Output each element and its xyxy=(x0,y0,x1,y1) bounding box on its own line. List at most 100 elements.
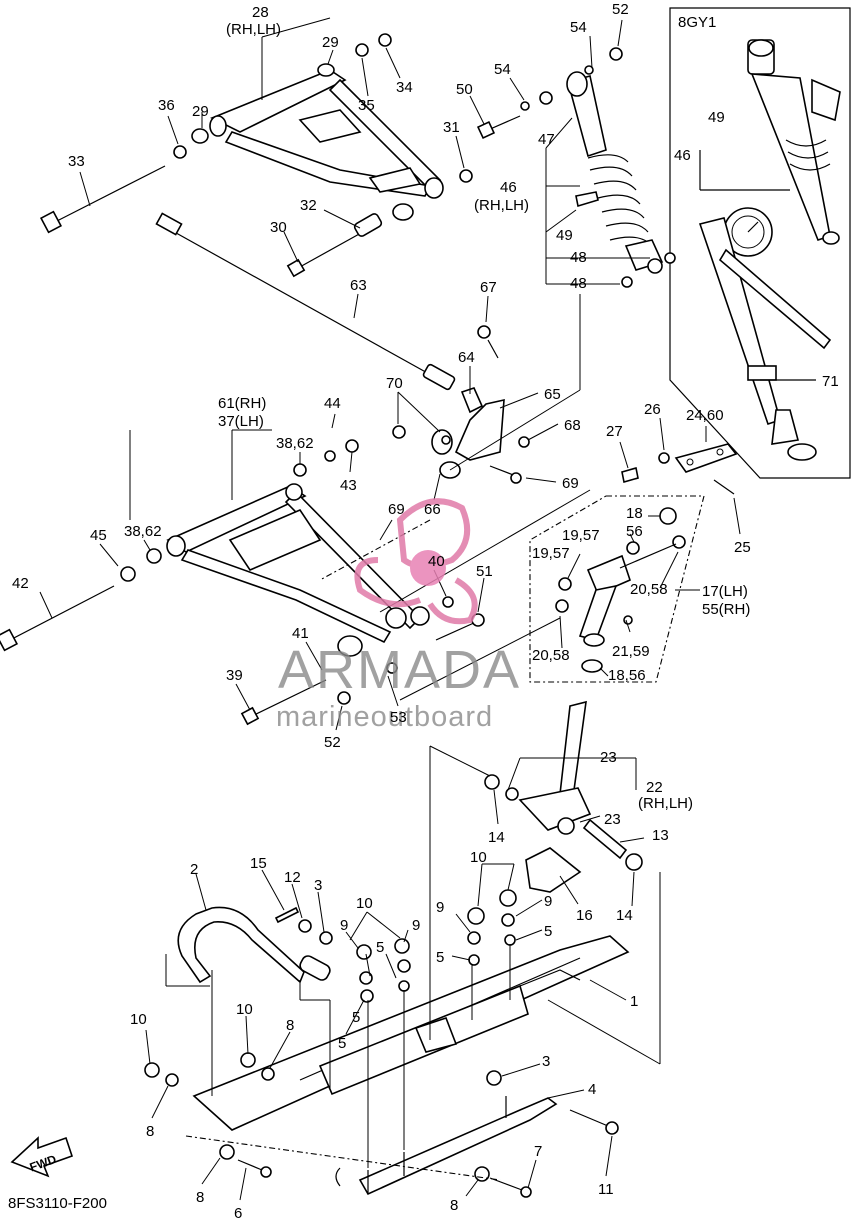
callout-7: 7 xyxy=(534,1143,542,1160)
callout-27: 27 xyxy=(606,423,623,440)
callout-39: 39 xyxy=(226,667,243,684)
callout-56: 56 xyxy=(626,523,643,540)
callout-15: 15 xyxy=(250,855,267,872)
callout-48b: 48 xyxy=(570,275,587,292)
callout-69b: 69 xyxy=(388,501,405,518)
callout-67: 67 xyxy=(480,279,497,296)
bolt-42 xyxy=(0,585,115,652)
callout-48a: 48 xyxy=(570,249,587,266)
callout-47: 47 xyxy=(538,131,555,148)
callout-1: 1 xyxy=(630,993,638,1010)
callout-19-57b: 19,57 xyxy=(532,545,570,562)
bolt-30 xyxy=(286,213,383,278)
callout-10a: 10 xyxy=(470,849,487,866)
callout-54a: 54 xyxy=(570,19,587,36)
callout-8c: 8 xyxy=(450,1197,458,1214)
callout-63: 63 xyxy=(350,277,367,294)
callout-9d: 9 xyxy=(412,917,420,934)
callout-46-side: (RH,LH) xyxy=(474,197,529,214)
callout-68: 68 xyxy=(564,417,581,434)
callout-29b: 29 xyxy=(192,103,209,120)
callout-9a: 9 xyxy=(436,899,444,916)
callout-4: 4 xyxy=(588,1081,596,1098)
callout-19-57a: 19,57 xyxy=(562,527,600,544)
callout-5d: 5 xyxy=(352,1009,360,1026)
callout-23a: 23 xyxy=(600,749,617,766)
watermark-tagline: marineoutboard xyxy=(276,701,493,733)
callout-51: 51 xyxy=(476,563,493,580)
bolt-33 xyxy=(39,165,166,234)
callout-10c: 10 xyxy=(130,1011,147,1028)
callout-69a: 69 xyxy=(562,475,579,492)
leader-lines xyxy=(39,17,741,1201)
callout-38-62a: 38,62 xyxy=(276,435,314,452)
callout-44: 44 xyxy=(324,395,341,412)
callout-16: 16 xyxy=(576,907,593,924)
callouts: 28 (RH,LH) 29 34 35 36 29 31 33 32 30 63… xyxy=(12,1,839,1222)
watermark-logo xyxy=(354,498,478,625)
callout-20-58a: 20,58 xyxy=(630,581,668,598)
callout-22-side: (RH,LH) xyxy=(638,795,693,812)
callout-3b: 3 xyxy=(542,1053,550,1070)
callout-2: 2 xyxy=(190,861,198,878)
ski-handle-2 xyxy=(177,906,331,984)
bolt-39 xyxy=(240,679,327,726)
callout-10b: 10 xyxy=(356,895,373,912)
callout-38-62b: 38,62 xyxy=(124,523,162,540)
stabilizer-link xyxy=(392,325,530,484)
callout-21-59: 21,59 xyxy=(612,643,650,660)
fwd-arrow: FWD xyxy=(10,1136,74,1178)
callout-9b: 9 xyxy=(544,893,552,910)
torsion-bar-63 xyxy=(155,212,456,391)
callout-46: 46 xyxy=(500,179,517,196)
callout-33: 33 xyxy=(68,153,85,170)
lower-a-arm xyxy=(120,439,454,705)
callout-53: 53 xyxy=(390,709,407,726)
callout-30: 30 xyxy=(270,219,287,236)
callout-13: 13 xyxy=(652,827,669,844)
ski-1 xyxy=(192,935,630,1196)
callout-36: 36 xyxy=(158,97,175,114)
drawing-code: 8FS3110-F200 xyxy=(8,1195,107,1212)
callout-66: 66 xyxy=(424,501,441,518)
callout-10d: 10 xyxy=(236,1001,253,1018)
callout-70: 70 xyxy=(386,375,403,392)
callout-41: 41 xyxy=(292,625,309,642)
callout-50: 50 xyxy=(456,81,473,98)
watermark-brand: ARMADA xyxy=(278,640,521,700)
callout-3a: 3 xyxy=(314,877,322,894)
callout-61: 61(RH) xyxy=(218,395,266,412)
callout-23b: 23 xyxy=(604,811,621,828)
callout-17: 17(LH) xyxy=(702,583,748,600)
callout-45: 45 xyxy=(90,527,107,544)
callout-22: 22 xyxy=(646,779,663,796)
callout-34: 34 xyxy=(396,79,413,96)
callout-64: 64 xyxy=(458,349,475,366)
upper-a-arm xyxy=(173,33,473,221)
callout-49-inset: 49 xyxy=(708,109,725,126)
callout-11: 11 xyxy=(598,1181,614,1198)
inset-shock-absorber xyxy=(747,39,841,245)
callout-71: 71 xyxy=(822,373,839,390)
hardware xyxy=(144,889,619,1198)
watermark: ARMADA marineoutboard xyxy=(276,498,521,733)
bolt-51 xyxy=(435,613,485,641)
callout-46-inset: 46 xyxy=(674,147,691,164)
callout-6: 6 xyxy=(234,1205,242,1221)
callout-29a: 29 xyxy=(322,34,339,51)
callout-28-side: (RH,LH) xyxy=(226,21,281,38)
callout-5a: 5 xyxy=(544,923,552,940)
callout-14a: 14 xyxy=(488,829,505,846)
callout-35: 35 xyxy=(358,97,375,114)
bolt-50 xyxy=(476,115,521,140)
callout-20-58b: 20,58 xyxy=(532,647,570,664)
callout-65: 65 xyxy=(544,386,561,403)
callout-42: 42 xyxy=(12,575,29,592)
callout-43: 43 xyxy=(340,477,357,494)
shock-absorber-46 xyxy=(520,47,676,288)
callout-49: 49 xyxy=(556,227,573,244)
callout-18: 18 xyxy=(626,505,643,522)
callout-8a: 8 xyxy=(286,1017,294,1034)
